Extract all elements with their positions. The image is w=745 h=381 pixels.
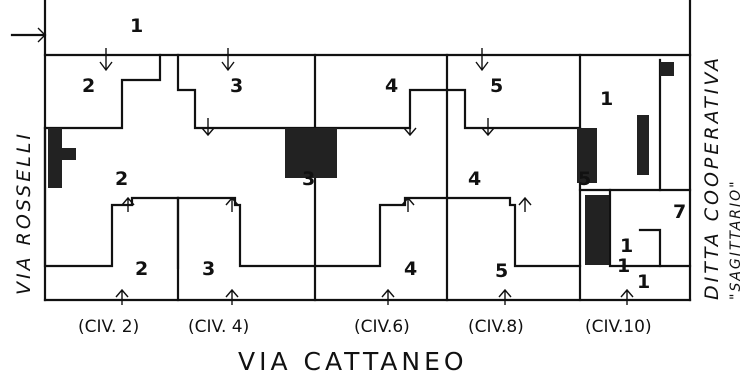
label-top-area: 1 bbox=[130, 15, 143, 37]
street-bottom: VIA CATTANEO bbox=[238, 347, 468, 376]
label-upper-3: 3 bbox=[230, 75, 243, 97]
label-mid-4: 4 bbox=[468, 168, 481, 190]
label-low-5: 5 bbox=[495, 260, 508, 282]
label-upper-4: 4 bbox=[385, 75, 398, 97]
civic-4: (CIV. 4) bbox=[188, 317, 249, 337]
civic-6: (CIV.6) bbox=[354, 317, 410, 337]
stairs bbox=[48, 62, 674, 265]
label-mid-2: 2 bbox=[115, 168, 128, 190]
label-upper-5: 5 bbox=[490, 75, 503, 97]
label-right-small-1b: 1 bbox=[617, 255, 630, 277]
civic-10: (CIV.10) bbox=[585, 317, 652, 337]
label-right-7: 7 bbox=[673, 201, 686, 223]
label-low-4: 4 bbox=[404, 258, 417, 280]
street-left: VIA ROSSELLI bbox=[13, 131, 35, 295]
street-right-line1: DITTA COOPERATIVA bbox=[701, 55, 723, 300]
label-low-2: 2 bbox=[135, 258, 148, 280]
label-mid-3: 3 bbox=[302, 168, 315, 190]
civic-8: (CIV.8) bbox=[468, 317, 524, 337]
entrance-arrows bbox=[30, 27, 634, 305]
street-right-line2: "SAGITTARIO" bbox=[728, 179, 744, 300]
label-mid-5: 5 bbox=[578, 168, 591, 190]
label-right-small-1: 1 bbox=[620, 235, 633, 257]
label-right-1: 1 bbox=[600, 88, 613, 110]
civic-2: (CIV. 2) bbox=[78, 317, 139, 337]
label-low-3: 3 bbox=[202, 258, 215, 280]
label-right-bottom-1: 1 bbox=[637, 271, 650, 293]
label-upper-2: 2 bbox=[82, 75, 95, 97]
